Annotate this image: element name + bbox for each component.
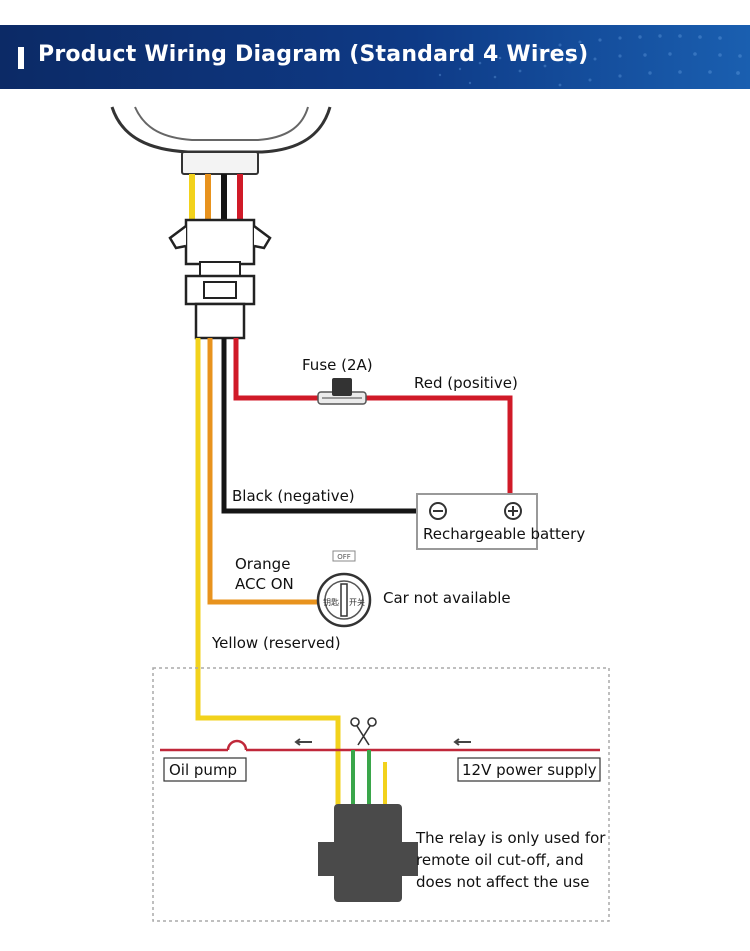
relay-note-line-3: does not affect the use	[416, 873, 589, 891]
oil-pump-box	[163, 757, 247, 782]
device-lead-wires	[189, 174, 243, 222]
power-supply-label: 12V power supply	[462, 761, 597, 779]
ignition-switch-icon: OFF 钥匙 开关	[316, 550, 372, 628]
acc-on-label: ACC ON	[235, 575, 294, 593]
svg-text:钥匙: 钥匙	[323, 597, 339, 607]
orange-wire-label: Orange	[235, 555, 290, 573]
scissors-icon	[350, 717, 377, 746]
relay-area-box	[152, 667, 610, 922]
car-note-label: Car not available	[383, 589, 511, 607]
fuse-label: Fuse (2A)	[302, 356, 373, 374]
title-bar-mark	[18, 47, 24, 69]
battery-label: Rechargeable battery	[423, 525, 585, 543]
oil-pump-label: Oil pump	[169, 761, 237, 779]
power-supply-box	[457, 757, 601, 782]
fuse	[317, 378, 367, 405]
red-positive-wire	[233, 338, 513, 496]
relay	[318, 804, 418, 902]
relay-note-line-2: remote oil cut-off, and	[416, 851, 584, 869]
wire-connector	[168, 218, 272, 340]
banner-dots-pattern	[438, 34, 742, 87]
rechargeable-battery	[416, 493, 538, 550]
red-wire-label: Red (positive)	[414, 374, 518, 392]
black-negative-wire	[221, 338, 438, 514]
black-wire-label: Black (negative)	[232, 487, 355, 505]
orange-acc-wire	[207, 338, 320, 605]
yellow-reserved-wire	[195, 338, 341, 806]
header-banner: Product Wiring Diagram (Standard 4 Wires…	[0, 25, 750, 89]
tracker-device	[110, 106, 332, 175]
fuel-line	[160, 738, 600, 752]
svg-text:开关: 开关	[349, 597, 365, 607]
svg-text:OFF: OFF	[337, 553, 351, 561]
relay-note-line-1: The relay is only used for	[415, 829, 606, 847]
page-title: Product Wiring Diagram (Standard 4 Wires…	[38, 42, 589, 67]
relay-wires	[351, 750, 387, 806]
yellow-wire-label: Yellow (reserved)	[211, 634, 341, 652]
